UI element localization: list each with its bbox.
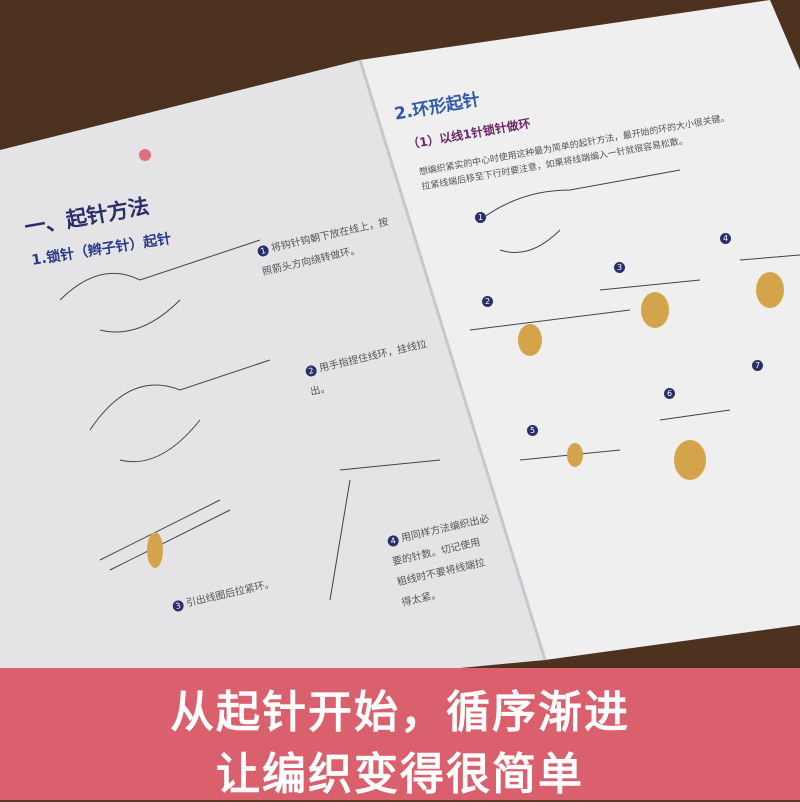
- right-step-2: 2: [482, 296, 493, 307]
- banner-line-1: 从起针开始，循序渐进: [170, 687, 630, 738]
- banner-line-2: 让编织变得很简单: [216, 749, 584, 800]
- right-step-7: 7: [752, 360, 763, 371]
- right-page: [360, 0, 800, 660]
- flower-icon: [139, 149, 151, 161]
- promo-banner: 从起针开始，循序渐进 让编织变得很简单: [0, 668, 800, 800]
- right-step-5: 5: [527, 425, 538, 436]
- yarn-loops: [147, 272, 784, 568]
- left-page: [0, 60, 545, 720]
- right-step-3: 3: [614, 262, 625, 273]
- book-spine: [358, 59, 547, 661]
- right-step-4: 4: [720, 233, 731, 244]
- illustrations: [59, 169, 800, 601]
- right-step-6: 6: [664, 388, 675, 399]
- right-step-1: 1: [475, 212, 486, 223]
